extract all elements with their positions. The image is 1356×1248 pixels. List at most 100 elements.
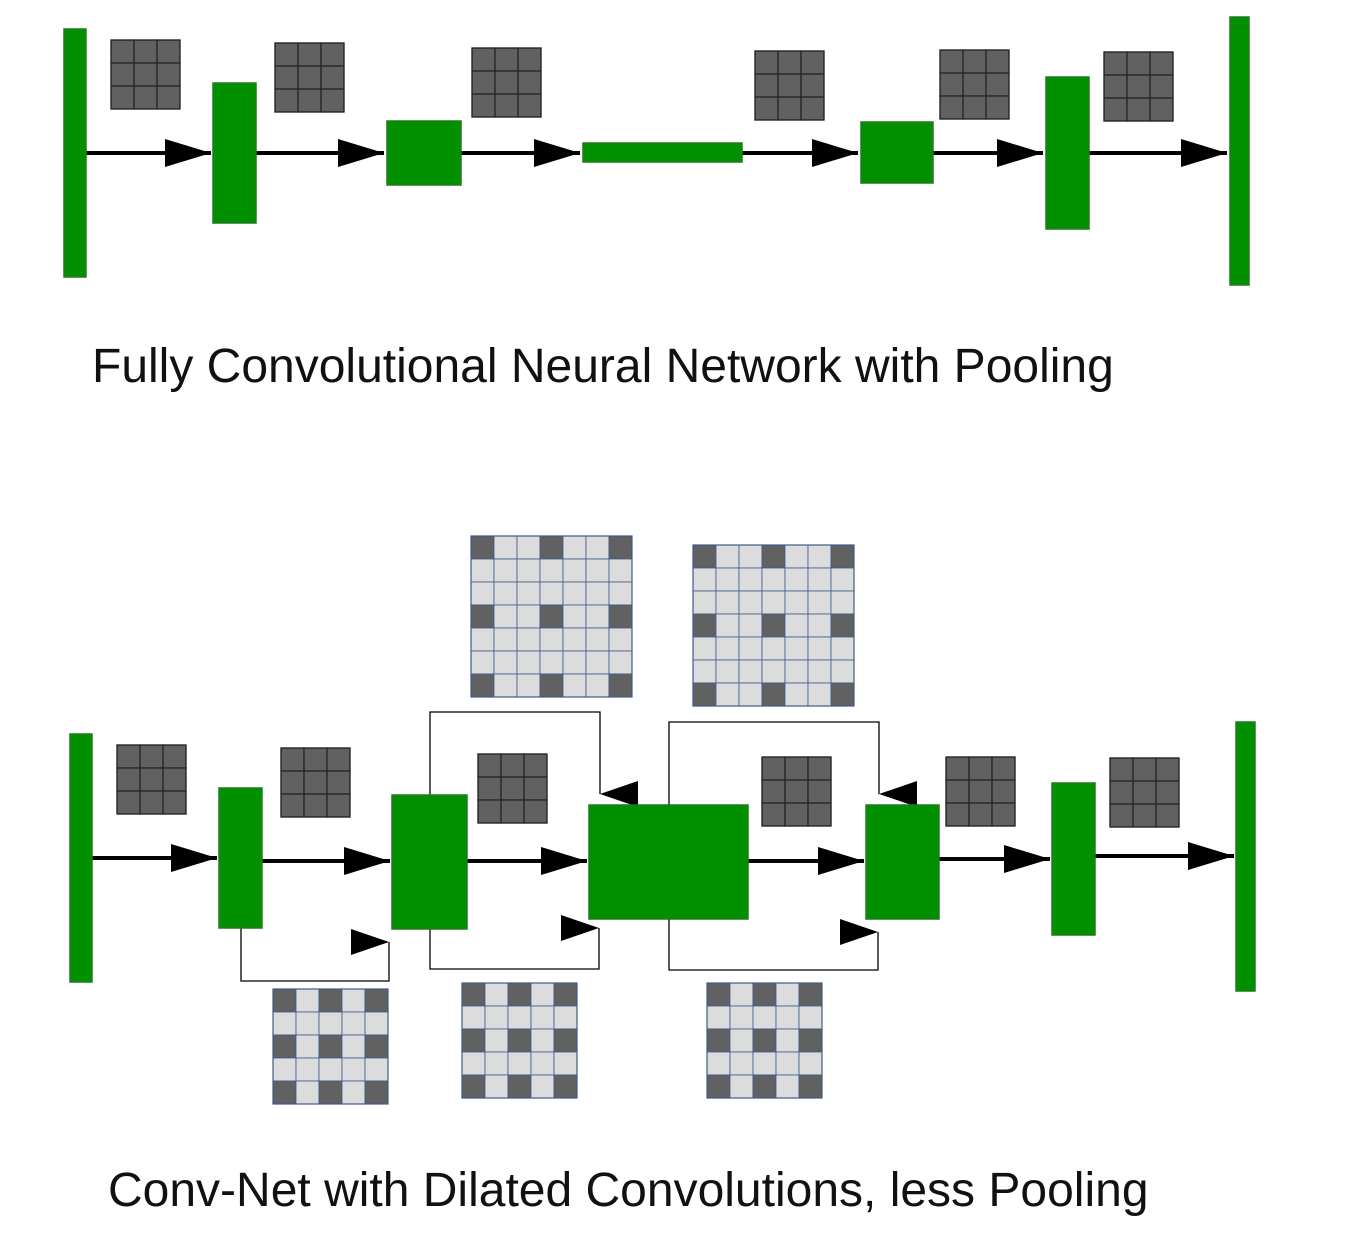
kernel-cell-active [297,65,322,90]
top-layer-5 [1045,76,1090,230]
kernel-cell-gap [729,982,754,1007]
kernel-cell-active [1109,780,1134,805]
kernel-cell-active [162,744,187,769]
kernel-cell-active [280,793,305,818]
bottom-layer-5 [1051,782,1096,936]
kernel-cell-gap [562,604,587,629]
kernel-cell-active [272,988,297,1013]
bottom-layers [69,721,1256,992]
bottom-kernel-3x3-5 [945,756,1016,827]
kernel-cell-active [318,1080,343,1105]
top-output-layer [1229,16,1250,286]
dilated-kernel-5x5-2 [461,982,578,1099]
top-layer-2 [386,120,462,186]
kernel-cell-active [968,756,993,781]
kernel-cell-gap [516,581,541,606]
kernel-cell-gap [516,673,541,698]
kernel-cell-active [494,93,519,118]
skip-line-bottom-3 [668,919,879,971]
top-input-layer [63,28,87,278]
kernel-cell-active [470,604,495,629]
kernel-cell-gap [752,1051,777,1076]
kernel-cell-active [326,793,351,818]
kernel-cell-active [461,1074,486,1099]
bottom-kernel-3x3-2 [280,747,351,818]
kernel-cell-gap [738,636,763,661]
kernel-cell-gap [715,544,740,569]
kernel-cell-gap [585,535,610,560]
kernel-cell-active [116,790,141,815]
kernel-cell-gap [295,1034,320,1059]
kernel-cell-active [798,982,823,1007]
top-kernels [110,39,1174,122]
kernel-cell-active [297,88,322,113]
kernel-cell-gap [295,988,320,1013]
kernel-cell-active [500,776,525,801]
kernel-cell-active [692,682,717,707]
kernel-border [274,42,345,113]
kernel-cell-active [494,70,519,95]
kernel-cell-active [692,613,717,638]
kernel-cell-active [274,65,299,90]
kernel-cell-active [800,96,825,121]
kernel-cell-gap [692,567,717,592]
kernel-cell-gap [807,682,832,707]
kernel-cell-gap [484,1005,509,1030]
bottom-kernel-3x3-6 [1109,757,1180,828]
kernel-cell-gap [539,627,564,652]
kernel-cell-gap [775,1051,800,1076]
kernel-cell-active [1126,74,1151,99]
kernel-cell-active [116,744,141,769]
kernel-cell-active [364,988,389,1013]
kernel-cell-gap [585,627,610,652]
kernel-cell-active [945,756,970,781]
kernel-cell-gap [530,1028,555,1053]
kernel-cell-gap [507,1051,532,1076]
kernel-cell-gap [738,613,763,638]
kernel-cell-active [477,799,502,824]
kernel-cell-active [1149,97,1174,122]
kernel-cell-active [1103,74,1128,99]
kernel-cell-active [364,1034,389,1059]
kernel-cell-active [110,39,135,64]
skip-connections [240,711,917,982]
kernel-cell-active [156,85,181,110]
kernel-cell-gap [715,682,740,707]
kernel-cell-gap [562,650,587,675]
kernel-cell-gap [470,581,495,606]
kernel-cell-gap [585,558,610,583]
kernel-cell-gap [470,650,495,675]
kernel-cell-active [1109,803,1134,828]
kernel-cell-active [471,70,496,95]
kernel-border [945,756,1016,827]
kernel-cell-gap [364,1011,389,1036]
kernel-cell-gap [830,659,855,684]
dilated-kernel-7x7-1 [470,535,633,698]
kernel-cell-active [991,779,1016,804]
kernel-cell-active [320,42,345,67]
top-kernel-3x3-6 [1103,51,1174,122]
kernel-cell-gap [318,1011,343,1036]
kernel-cell-gap [830,567,855,592]
kernel-cell-gap [775,1028,800,1053]
kernel-cell-gap [729,1051,754,1076]
kernel-cell-active [523,776,548,801]
kernel-cell-active [539,673,564,698]
top-kernel-3x3-4 [754,50,825,121]
kernel-cell-active [133,39,158,64]
kernel-cell-active [517,47,542,72]
kernel-cell-gap [484,1051,509,1076]
kernel-cell-gap [507,1005,532,1030]
kernel-cell-gap [784,613,809,638]
bottom-network [69,535,1256,1105]
kernel-cell-gap [553,1005,578,1030]
kernel-cell-gap [493,604,518,629]
kernel-cell-active [470,535,495,560]
kernel-cell-active [761,756,786,781]
kernel-cell-active [553,1074,578,1099]
kernel-cell-active [830,613,855,638]
kernel-cell-active [800,73,825,98]
kernel-cell-gap [807,590,832,615]
kernel-cell-active [318,988,343,1013]
kernel-cell-active [461,982,486,1007]
